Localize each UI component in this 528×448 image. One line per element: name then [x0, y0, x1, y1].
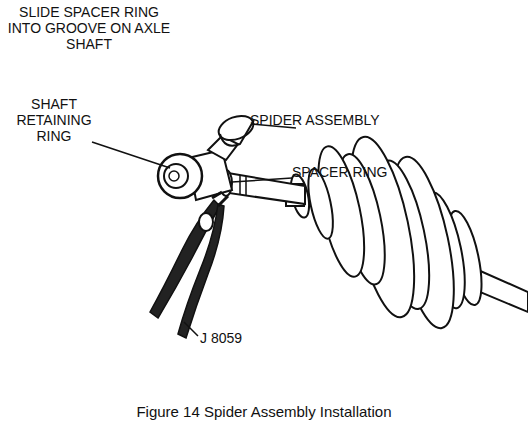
boot: [286, 132, 528, 333]
figure-caption: Figure 14 Spider Assembly Installation: [40, 404, 488, 420]
pliers-tips: [212, 192, 228, 206]
pliers-handle: [178, 204, 224, 338]
leader-line: [184, 322, 198, 336]
pliers-pivot: [199, 213, 213, 231]
roller: [158, 154, 202, 198]
instruction-note: SLIDE SPACER RING INTO GROOVE ON AXLE SH…: [4, 4, 174, 52]
leader-line: [232, 178, 292, 182]
part-label: SPIDER ASSEMBLY: [250, 112, 420, 128]
trunnion-end: [169, 171, 179, 181]
part-label: SPACER RING: [292, 164, 402, 180]
tool-number: J 8059: [200, 330, 270, 346]
part-label: SHAFT RETAINING RING: [6, 96, 102, 144]
leader-line: [92, 142, 170, 168]
roller-edge: [220, 120, 254, 146]
spline: [240, 175, 246, 196]
